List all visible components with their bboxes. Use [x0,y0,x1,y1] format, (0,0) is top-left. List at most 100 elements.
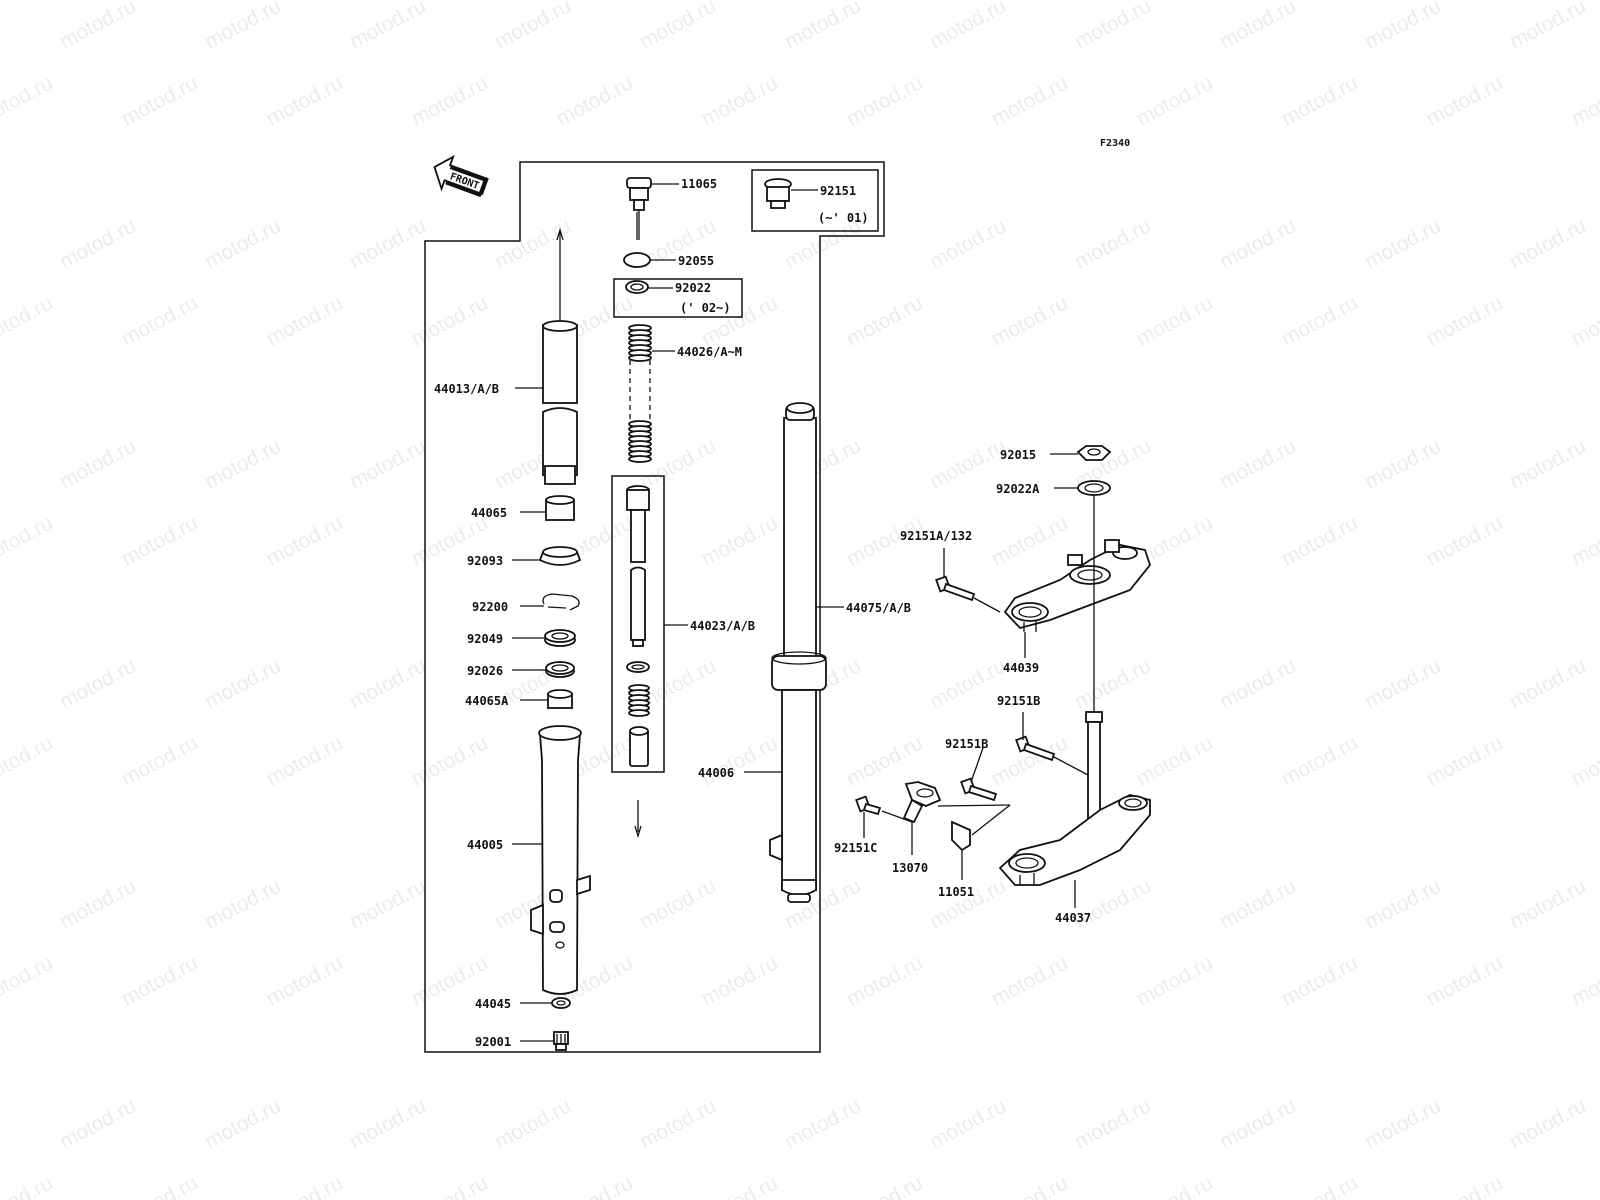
watermark-text: motod.ru [1216,0,1300,54]
watermark-text: motod.ru [698,511,782,570]
label-44023: 44023/A/B [690,619,755,633]
watermark-text: motod.ru [118,291,202,350]
label-92151: 92151 [820,184,856,198]
outer-tube-drawing [530,725,591,995]
watermark-text: motod.ru [1423,1171,1507,1200]
top-cap-drawing [626,177,652,240]
watermark-text: motod.ru [1568,291,1600,350]
label-44065a: 44065A [465,694,509,708]
watermark-text: motod.ru [346,0,430,54]
watermark-text: motod.ru [346,874,430,933]
watermark-text: motod.ru [1361,654,1445,713]
label-44005: 44005 [467,838,503,852]
watermark-text: motod.ru [1361,874,1445,933]
watermark-text: motod.ru [408,71,492,130]
o-ring-drawing [623,252,651,268]
watermark-text: motod.ru [843,951,927,1010]
watermark-text: motod.ru [1278,291,1362,350]
watermark-text: motod.ru [263,291,347,350]
watermark-text: motod.ru [843,1171,927,1200]
label-92026: 92026 [467,664,503,678]
watermark-text: motod.ru [1506,874,1590,933]
watermark-text: motod.ru [0,951,57,1010]
watermark-text: motod.ru [1361,1094,1445,1153]
label-92093: 92093 [467,554,503,568]
fork-assembly-frame [424,161,885,1053]
inset-frame-44023 [611,475,665,773]
watermark-text: motod.ru [988,951,1072,1010]
watermark-text: motod.ru [408,291,492,350]
watermark-text: motod.ru [201,654,285,713]
label-44039: 44039 [1003,661,1039,675]
watermark-text: motod.ru [1423,951,1507,1010]
steering-stem-drawing [998,495,1151,886]
watermark-text: motod.ru [1278,1171,1362,1200]
spring-coil [628,709,650,717]
rebound-spring-drawing [628,684,650,717]
watermark-text: motod.ru [1506,214,1590,273]
watermark-text: motod.ru [346,434,430,493]
watermark-text: motod.ru [118,731,202,790]
label-92200: 92200 [472,600,508,614]
watermark-text: motod.ru [1071,654,1155,713]
watermark-text: motod.ru [698,71,782,130]
circlip-drawing [542,593,580,611]
bolt-92151b-lower-drawing [960,777,998,802]
front-arrow-icon: FRONT [433,154,489,198]
label-44045: 44045 [475,997,511,1011]
label-92151b-lower: 92151B [945,737,988,751]
note-92151: (~' 01) [818,211,869,225]
watermark-text: motod.ru [926,874,1010,933]
watermark-text: motod.ru [988,1171,1072,1200]
watermark-text: motod.ru [1423,731,1507,790]
watermark-text: motod.ru [926,1094,1010,1153]
watermark-text: motod.ru [1506,654,1590,713]
spring-coil [628,455,652,463]
watermark-text: motod.ru [118,1171,202,1200]
bushing-a-drawing [547,689,573,709]
label-92001: 92001 [475,1035,511,1049]
label-44026: 44026/A~M [677,345,742,359]
note-92022: (' 02~) [680,301,731,315]
oil-seal-drawing [544,629,576,647]
washer-hole [630,283,644,291]
watermark-text: motod.ru [1133,1171,1217,1200]
label-44006: 44006 [698,766,734,780]
watermark-text: motod.ru [201,874,285,933]
watermark-text: motod.ru [263,731,347,790]
watermark-text: motod.ru [843,291,927,350]
label-92055: 92055 [678,254,714,268]
watermark-text: motod.ru [1568,951,1600,1010]
label-11051: 11051 [938,885,974,899]
watermark-text: motod.ru [346,654,430,713]
watermark-text: motod.ru [56,434,140,493]
watermark-text: motod.ru [1361,0,1445,54]
watermark-text: motod.ru [1216,1094,1300,1153]
fork-pipe-drawing [542,227,578,485]
watermark-text: motod.ru [988,731,1072,790]
watermark-text: motod.ru [843,71,927,130]
watermark-text: motod.ru [201,214,285,273]
spring-coil [628,354,652,362]
watermark-text: motod.ru [1423,511,1507,570]
label-92049: 92049 [467,632,503,646]
watermark-text: motod.ru [0,731,57,790]
watermark-text: motod.ru [56,654,140,713]
watermark-text: motod.ru [636,1094,720,1153]
ref-line [1053,756,1089,776]
inset-frame-92151 [751,169,879,232]
watermark-text: motod.ru [346,214,430,273]
watermark-text: motod.ru [1216,434,1300,493]
watermark-text: motod.ru [408,731,492,790]
watermark-text: motod.ru [1071,214,1155,273]
part-labels: 11065 92151 92055 92022 44026/A~M 44013/… [434,177,1091,1049]
spring-drawing [628,324,652,463]
watermark-text: motod.ru [1216,654,1300,713]
watermark-text: motod.ru [1568,1171,1600,1200]
bracket-11051-drawing [937,804,1011,852]
watermark-text: motod.ru [1568,511,1600,570]
watermark-text: motod.ru [201,1094,285,1153]
watermark-text: motod.ru [201,0,285,54]
watermark-text: motod.ru [988,71,1072,130]
